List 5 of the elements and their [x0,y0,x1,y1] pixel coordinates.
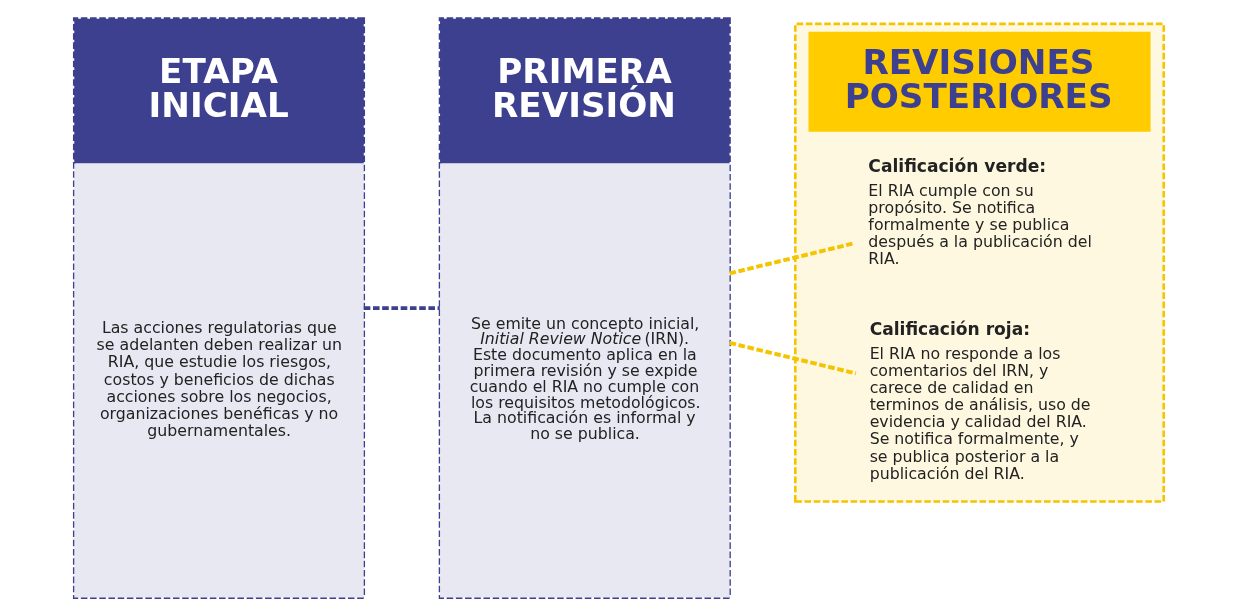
connector [363,306,440,311]
connector [729,241,855,276]
connector [729,340,857,376]
node-text: Calificación roja: El RIA no responde a los comentarios del IRN, y carece de calidad en terminos de análisis, uso de evidencia y calidad del RIA. Se notifica formalmente, y se publica posterior a la publicación del RIA. [869,318,1091,483]
node-text: Calificación verde: El RIA cumple con su propósito. Se notifica formalmente y se publica después a la publicación del RIA. [868,155,1092,269]
